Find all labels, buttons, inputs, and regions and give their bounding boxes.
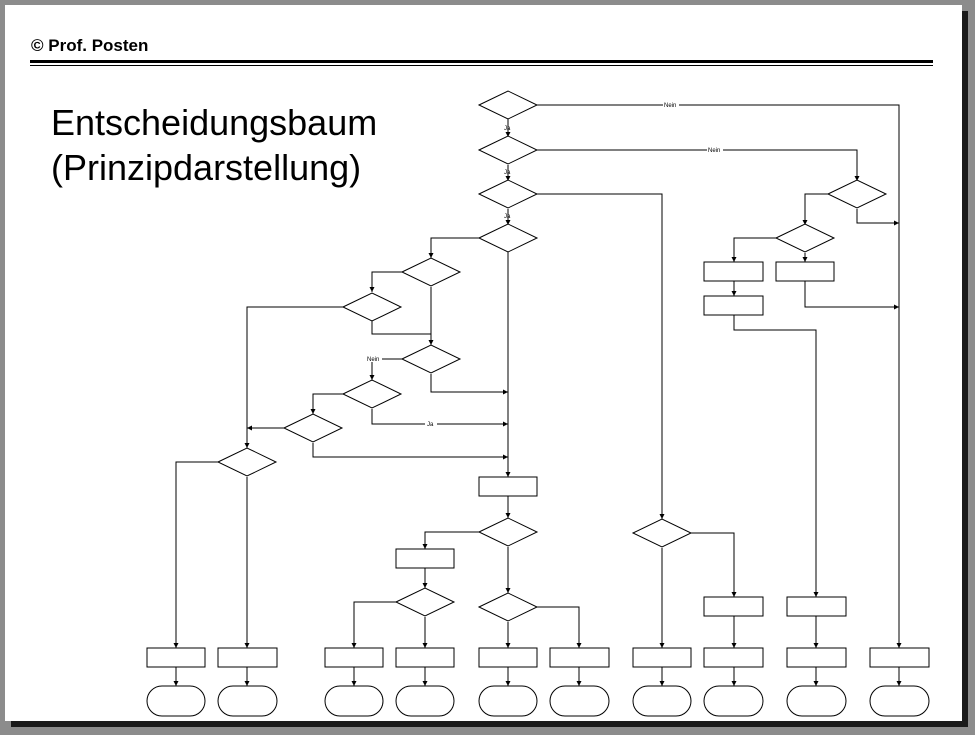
title-line-2: (Prinzipdarstellung): [51, 147, 362, 188]
terminal-node: [703, 685, 764, 717]
process-box: [395, 548, 455, 569]
edge-label-ja: Ja: [504, 126, 511, 132]
result-box: [478, 647, 538, 668]
result-box: [703, 647, 764, 668]
terminal-node: [786, 685, 847, 717]
process-box: [703, 295, 764, 316]
process-box: [775, 261, 835, 282]
result-box: [324, 647, 384, 668]
edge-label-nein: Nein: [664, 103, 676, 109]
decision-node: [400, 257, 462, 287]
terminal-node: [217, 685, 278, 717]
process-box: [703, 596, 764, 617]
title-line-1: Entscheidungsbaum: [51, 102, 378, 143]
decision-node: [774, 223, 836, 253]
edge-label-nein: Nein: [367, 357, 379, 363]
decision-node: [477, 223, 539, 253]
decision-node: [477, 517, 539, 547]
decision-node: [341, 292, 403, 322]
terminal-node: [395, 685, 455, 717]
decision-node: [400, 344, 462, 374]
slide: © Prof. Posten Entscheidungsbaum (Prinzi…: [5, 5, 962, 721]
decision-node: [826, 179, 888, 209]
result-box: [549, 647, 610, 668]
result-box: [395, 647, 455, 668]
edge-label-nein: Nein: [708, 148, 720, 154]
decision-node: [394, 587, 456, 617]
terminal-node: [146, 685, 206, 717]
result-box: [632, 647, 692, 668]
terminal-node: [549, 685, 610, 717]
result-box: [786, 647, 847, 668]
terminal-node: [478, 685, 538, 717]
process-box: [703, 261, 764, 282]
edge-label-ja: Ja: [504, 170, 511, 176]
decision-node: [341, 379, 403, 409]
header-rule-thin: [30, 65, 933, 66]
decision-node: [477, 90, 539, 120]
edge-label-ja: Ja: [504, 214, 511, 220]
terminal-node: [324, 685, 384, 717]
header-copyright: © Prof. Posten: [31, 36, 149, 55]
decision-node: [216, 447, 278, 477]
process-box: [478, 476, 538, 497]
slide-title: Entscheidungsbaum (Prinzipdarstellung): [51, 100, 377, 190]
decision-node: [477, 592, 539, 622]
decision-node: [477, 179, 539, 209]
terminal-node: [869, 685, 930, 717]
decision-node: [631, 518, 693, 548]
decision-node: [282, 413, 344, 443]
edge-label-ja: Ja: [427, 422, 434, 428]
process-box: [786, 596, 847, 617]
result-box: [146, 647, 206, 668]
header-rule-thick: [30, 60, 933, 63]
result-box: [869, 647, 930, 668]
terminal-node: [632, 685, 692, 717]
decision-node: [477, 135, 539, 165]
result-box: [217, 647, 278, 668]
